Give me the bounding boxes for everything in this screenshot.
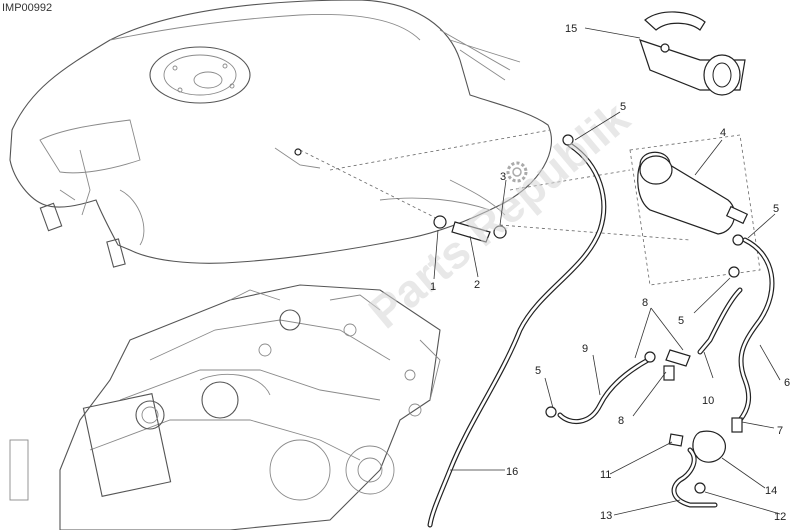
- callout-8-left: 11: [600, 469, 611, 481]
- callout-5-mid: 5: [678, 315, 684, 327]
- engine-drawing: [9, 284, 441, 530]
- callout-14: 10: [702, 395, 714, 407]
- gear-icon: [506, 161, 528, 183]
- callout-6: 6: [784, 377, 790, 389]
- leader-lines: [433, 27, 781, 516]
- bracket-part: [639, 11, 746, 96]
- callout-12: 8: [642, 297, 648, 309]
- watermark-text: Parts Republik: [359, 91, 639, 338]
- callout-1: 1: [430, 281, 436, 293]
- callout-labels: 15 5 4 3 5 1 2 8 5 9 5 6 10 8 7 16 11 14…: [430, 23, 790, 523]
- callout-7: 7: [777, 425, 783, 437]
- small-fittings: [294, 134, 744, 494]
- callout-10: 14: [765, 485, 777, 497]
- callout-9: 13: [600, 510, 612, 522]
- canister-part: [629, 134, 761, 286]
- callout-13: 9: [582, 343, 588, 355]
- callout-2: 2: [474, 279, 480, 291]
- diagram-reference-code: IMP00992: [2, 2, 53, 14]
- fuel-tank-drawing: [9, 0, 552, 268]
- callout-5-left: 5: [535, 365, 541, 377]
- callout-3: 3: [500, 171, 506, 183]
- callout-15: 15: [565, 23, 577, 35]
- callout-4: 4: [720, 127, 726, 139]
- callout-5-right: 5: [773, 203, 779, 215]
- callout-16: 16: [506, 466, 518, 478]
- reference-dashes: [299, 129, 691, 241]
- callout-5-top: 5: [620, 101, 626, 113]
- callout-8-bottom: 12: [774, 511, 786, 523]
- hose-lines: [427, 142, 775, 528]
- callout-11: 8: [618, 415, 624, 427]
